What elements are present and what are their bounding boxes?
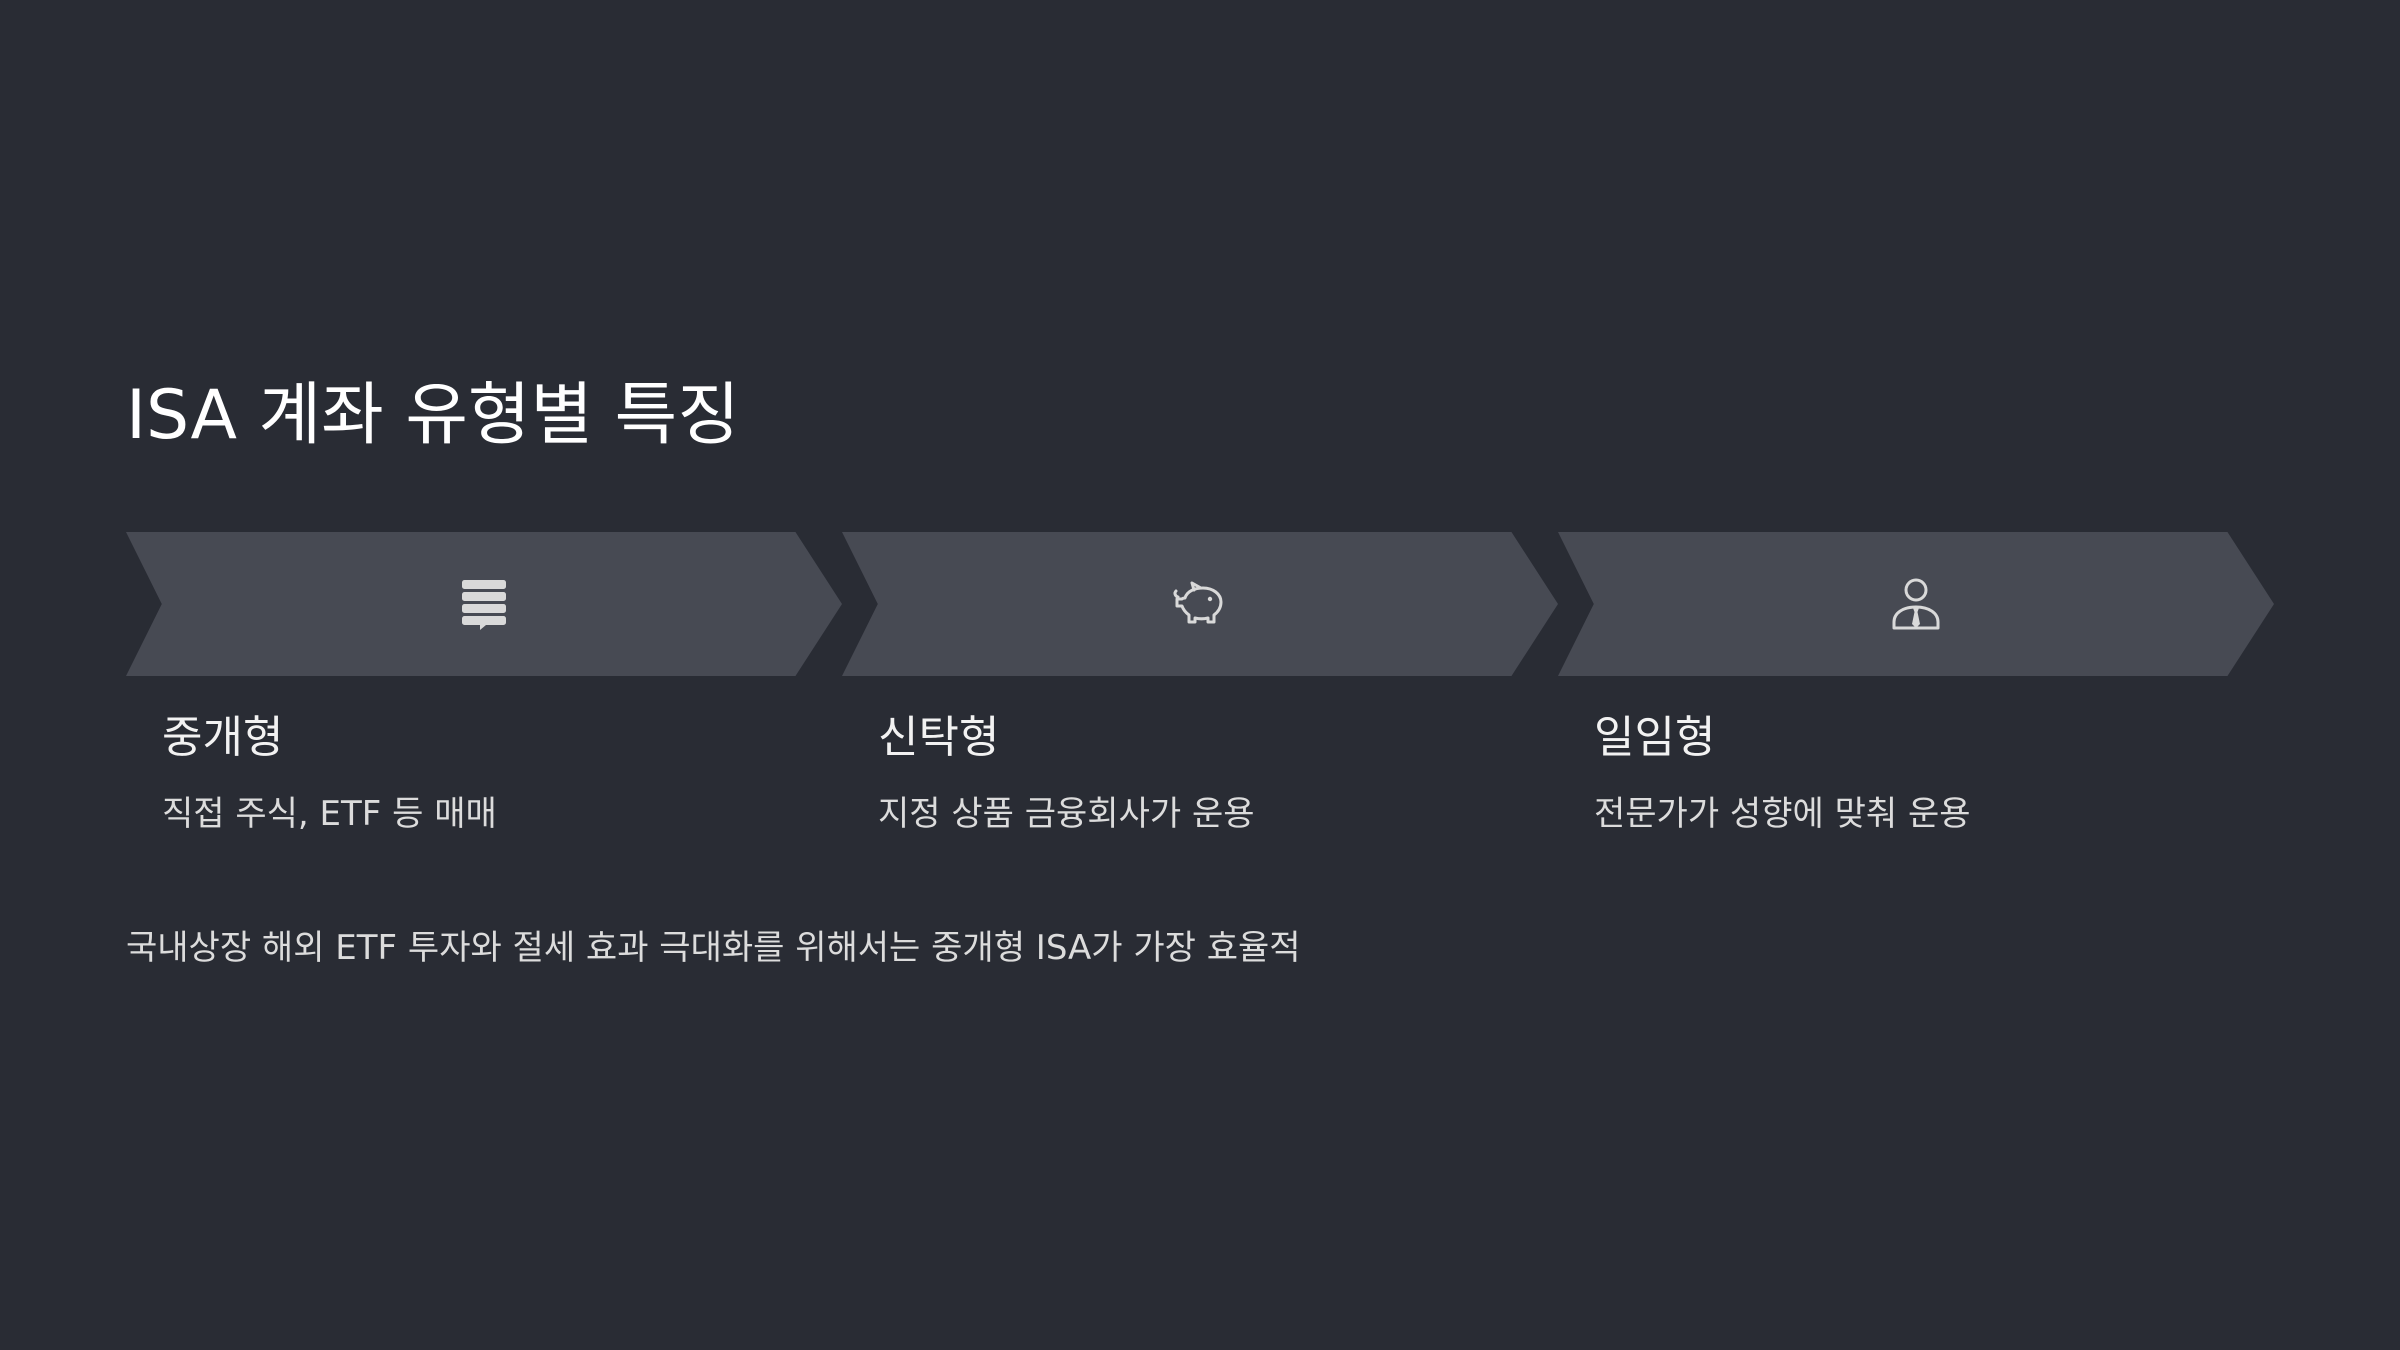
step-name-2: 신탁형 [878,712,1000,763]
step-name-3: 일임형 [1594,712,1716,763]
process-chevron-3 [1558,532,2274,676]
advisor-person-icon [1892,578,1940,630]
conclusion-text: 국내상장 해외 ETF 투자와 절세 효과 극대화를 위해서는 중개형 ISA가… [126,928,1301,968]
process-chevron-1 [126,532,842,676]
process-chevron-2 [842,532,1558,676]
stack-chat-icon [462,580,506,630]
slide-title: ISA 계좌 유형별 특징 [126,376,740,455]
step-description-3: 전문가가 성향에 맞춰 운용 [1594,794,1971,834]
piggy-bank-icon [1173,581,1223,624]
step-description-1: 직접 주식, ETF 등 매매 [162,794,497,834]
step-description-2: 지정 상품 금융회사가 운용 [878,794,1255,834]
step-name-1: 중개형 [162,712,284,763]
